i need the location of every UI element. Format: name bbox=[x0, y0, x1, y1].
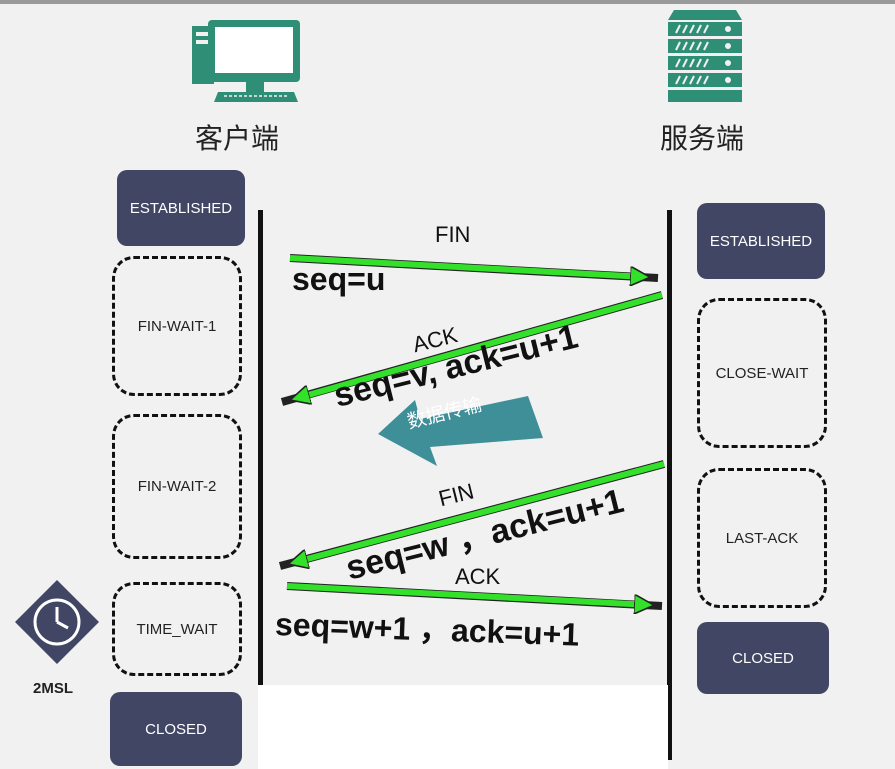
server-state-last-ack: LAST-ACK bbox=[697, 468, 827, 608]
client-state-established: ESTABLISHED bbox=[117, 170, 245, 246]
timer-label: 2MSL bbox=[33, 680, 74, 697]
server-icon bbox=[666, 8, 744, 104]
redaction-mask bbox=[258, 685, 668, 769]
client-state-time-wait: TIME_WAIT bbox=[112, 582, 242, 676]
server-state-closed: CLOSED bbox=[697, 622, 829, 694]
window-top-border bbox=[0, 0, 895, 4]
message-4-flag: ACK bbox=[455, 564, 501, 589]
server-lifeline bbox=[667, 210, 672, 760]
message-3-arrow bbox=[278, 460, 666, 570]
client-state-fin-wait-1: FIN-WAIT-1 bbox=[112, 256, 242, 396]
message-1-arrow bbox=[289, 254, 659, 278]
message-2-arrow bbox=[280, 291, 664, 406]
client-label: 客户端 bbox=[195, 122, 280, 155]
message-1-detail: seq=u bbox=[292, 261, 386, 297]
data-transfer-arrow bbox=[378, 396, 543, 466]
message-4-arrow bbox=[286, 582, 663, 606]
message-1-flag: FIN bbox=[435, 222, 471, 247]
clock-icon bbox=[13, 578, 101, 666]
client-lifeline bbox=[258, 210, 263, 760]
server-state-established: ESTABLISHED bbox=[697, 203, 825, 279]
client-state-fin-wait-2: FIN-WAIT-2 bbox=[112, 414, 242, 559]
computer-icon bbox=[190, 18, 302, 104]
server-state-close-wait: CLOSE-WAIT bbox=[697, 298, 827, 448]
client-state-closed: CLOSED bbox=[110, 692, 242, 766]
server-label: 服务端 bbox=[660, 122, 745, 155]
